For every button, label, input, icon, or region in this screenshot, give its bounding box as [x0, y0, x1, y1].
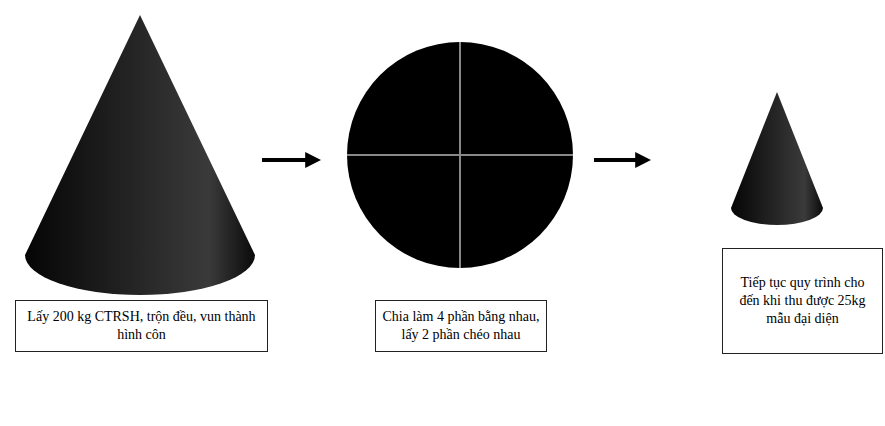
small-cone [731, 92, 823, 225]
step-text: Tiếp tục quy trình cho đến khi thu được … [729, 274, 876, 329]
large-cone [25, 15, 255, 295]
flow-arrow [262, 158, 314, 162]
flow-arrow [594, 158, 644, 162]
step-text: Lấy 200 kg CTRSH, trộn đều, vun thành hì… [22, 308, 261, 344]
step-box: Chia làm 4 phần bằng nhau, lấy 2 phần ch… [375, 300, 547, 352]
step-text: Chia làm 4 phần bằng nhau, lấy 2 phần ch… [382, 308, 540, 344]
step-box: Lấy 200 kg CTRSH, trộn đều, vun thành hì… [15, 300, 268, 352]
step-box: Tiếp tục quy trình cho đến khi thu được … [722, 248, 883, 354]
quartered-circle [347, 42, 573, 268]
